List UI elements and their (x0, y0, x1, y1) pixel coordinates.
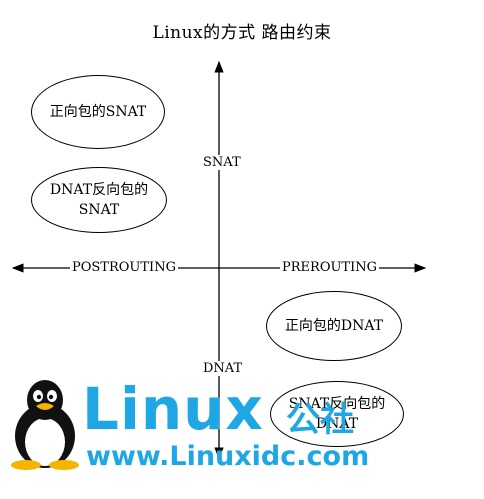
ellipse-snat-reverse-dnat-line2: DNAT (315, 416, 359, 432)
ellipse-forward-snat: 正向包的SNAT (31, 75, 165, 149)
axis-label-dnat: DNAT (201, 361, 245, 376)
watermark-logo-word: Linux (82, 375, 264, 443)
axis-label-postrouting: POSTROUTING (70, 260, 178, 275)
ellipse-dnat-reverse-snat-line1: DNAT反向包的 (49, 182, 149, 198)
axis-label-prerouting: PREROUTING (280, 260, 379, 275)
ellipse-dnat-reverse-snat-line2: SNAT (78, 202, 120, 218)
axis-label-snat: SNAT (201, 155, 243, 170)
ellipse-forward-snat-text: 正向包的SNAT (49, 104, 147, 120)
watermark-logo-cn: 公社 (286, 400, 354, 440)
penguin-icon (11, 380, 79, 470)
ellipse-forward-dnat-text: 正向包的DNAT (284, 318, 384, 334)
ellipse-forward-dnat: 正向包的DNAT (266, 291, 402, 361)
watermark-url: www.Linuxidc.com (86, 441, 370, 472)
ellipse-snat-reverse-dnat: SNAT反向包的 DNAT (270, 381, 404, 447)
diagram-title: Linux的方式 路由约束 (152, 23, 332, 43)
ellipse-snat-reverse-dnat-line1: SNAT反向包的 (288, 396, 386, 412)
ellipse-dnat-reverse-snat: DNAT反向包的 SNAT (31, 167, 167, 233)
